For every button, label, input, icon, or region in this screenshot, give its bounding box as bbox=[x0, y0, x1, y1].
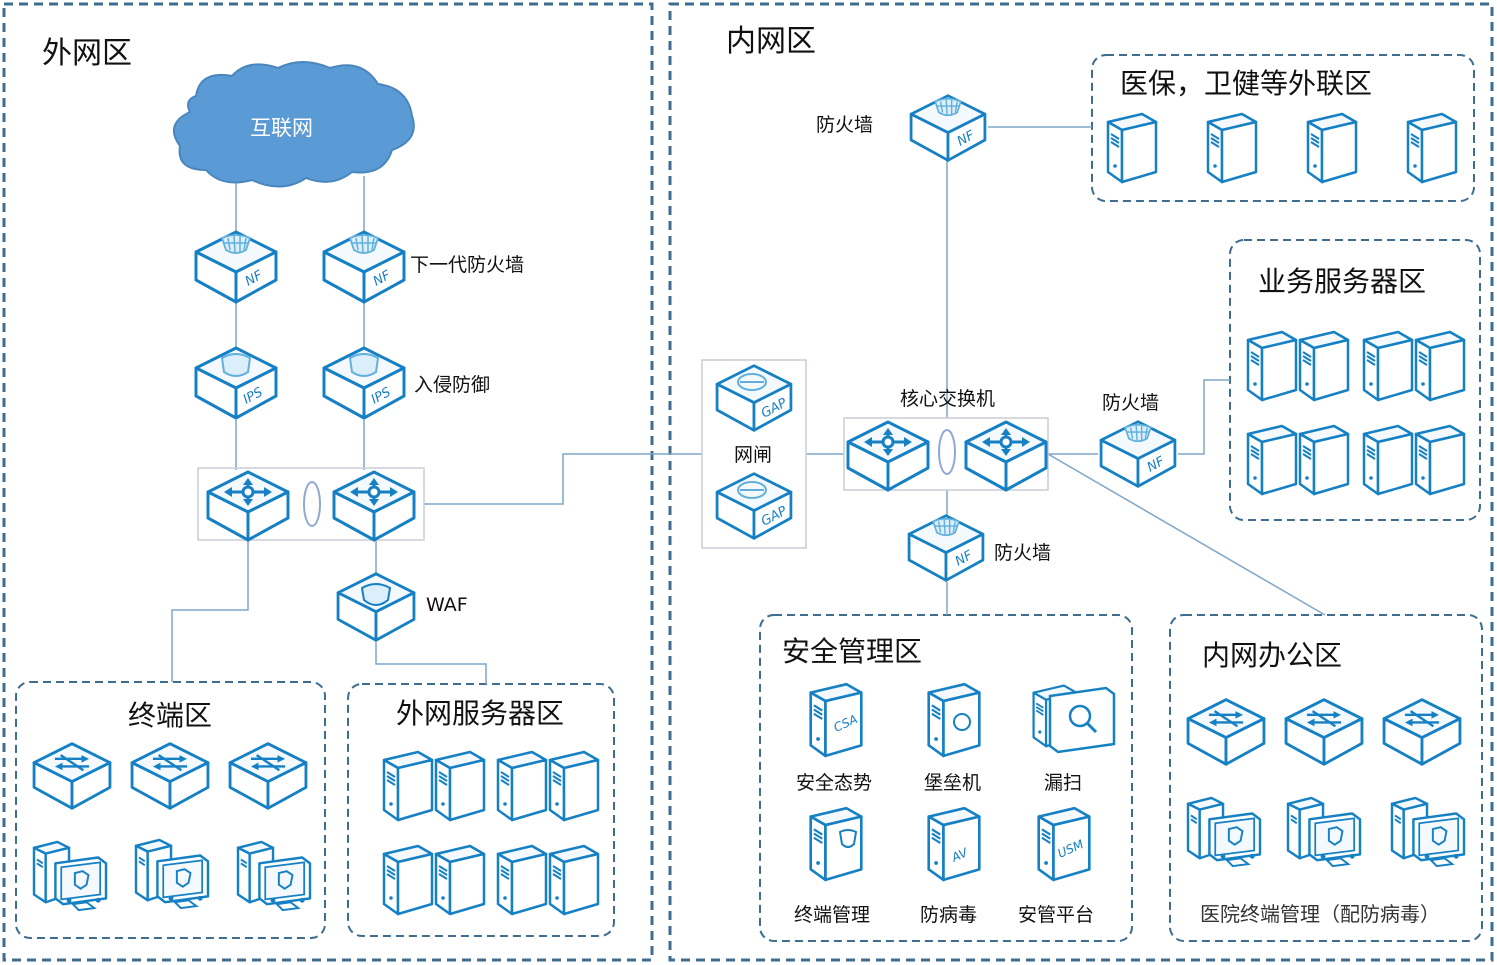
business-server-1-icon bbox=[1246, 330, 1298, 402]
terminal-zone-title: 终端区 bbox=[128, 699, 213, 732]
ngfw-right-icon bbox=[322, 230, 406, 304]
core-router-left-icon bbox=[846, 420, 930, 492]
inner-zone-title: 内网区 bbox=[726, 24, 816, 59]
medical-server-4-icon bbox=[1406, 112, 1458, 184]
business-server-3-icon bbox=[1362, 330, 1414, 402]
terminal-pc-1-icon bbox=[32, 840, 108, 912]
office-pc-3-icon bbox=[1390, 796, 1466, 868]
office-pc-2-icon bbox=[1286, 796, 1362, 868]
ips-right-icon bbox=[322, 346, 406, 420]
medical-zone-title: 医保，卫健等外联区 bbox=[1120, 67, 1373, 100]
business-server-4-icon bbox=[1414, 330, 1466, 402]
firewall-right-label: 防火墙 bbox=[1102, 392, 1160, 414]
core-router-right-icon bbox=[964, 420, 1048, 492]
antivirus-badge: AV bbox=[949, 845, 971, 865]
endpoint-mgmt-label: 终端管理 bbox=[794, 904, 871, 926]
waf-label: WAF bbox=[426, 594, 468, 616]
medical-server-2-icon bbox=[1206, 112, 1258, 184]
link-aggregation-icon bbox=[303, 481, 321, 527]
connection-lines bbox=[171, 126, 1326, 684]
core-switch-label: 核心交换机 bbox=[900, 388, 996, 410]
antivirus-icon bbox=[927, 806, 981, 882]
business-server-2-icon bbox=[1298, 330, 1350, 402]
outer-server-2-icon bbox=[434, 750, 486, 822]
bastion-label: 堡垒机 bbox=[924, 772, 982, 794]
ngfw-label: 下一代防火墙 bbox=[410, 254, 525, 276]
internet-cloud-icon bbox=[172, 61, 415, 188]
outer-zone-title: 外网区 bbox=[42, 36, 132, 71]
business-server-6-icon bbox=[1298, 424, 1350, 496]
outer-server-zone-title: 外网服务器区 bbox=[396, 697, 565, 730]
firewall-top-label: 防火墙 bbox=[816, 114, 874, 136]
firewall-top-icon bbox=[909, 94, 987, 162]
office-zone-title: 内网办公区 bbox=[1202, 639, 1343, 672]
business-server-5-icon bbox=[1246, 424, 1298, 496]
outer-core-router-right-icon bbox=[332, 470, 416, 542]
ips-left-icon bbox=[194, 346, 278, 420]
outer-server-6-icon bbox=[434, 844, 486, 916]
firewall-bottom-icon bbox=[907, 514, 985, 582]
antivirus-label: 防病毒 bbox=[920, 904, 978, 926]
outer-server-8-icon bbox=[548, 844, 600, 916]
outer-core-router-left-icon bbox=[206, 470, 290, 542]
outer-zone-border bbox=[2, 2, 654, 962]
medical-zone-border bbox=[1091, 54, 1475, 202]
internet-label: 互联网 bbox=[250, 116, 313, 140]
outer-server-4-icon bbox=[548, 750, 600, 822]
medical-server-3-icon bbox=[1306, 112, 1358, 184]
firewall-right-badge: NF bbox=[1145, 454, 1168, 476]
outer-server-7-icon bbox=[496, 844, 548, 916]
office-switch-2-icon bbox=[1284, 698, 1364, 766]
security-zone-title: 安全管理区 bbox=[782, 635, 923, 668]
office-pc-1-icon bbox=[1186, 796, 1262, 868]
gateway-bottom-icon bbox=[715, 472, 793, 540]
terminal-switch-2-icon bbox=[130, 742, 210, 810]
office-switch-1-icon bbox=[1186, 698, 1266, 766]
office-switch-3-icon bbox=[1382, 698, 1462, 766]
ngfw-right-badge: NF bbox=[371, 268, 394, 290]
ngfw-left-icon bbox=[194, 230, 278, 304]
medical-server-1-icon bbox=[1106, 112, 1158, 184]
business-server-8-icon bbox=[1414, 424, 1466, 496]
outer-server-3-icon bbox=[496, 750, 548, 822]
office-zone-border bbox=[1169, 614, 1483, 942]
terminal-switch-1-icon bbox=[32, 742, 112, 810]
firewall-top-badge: NF bbox=[955, 128, 978, 150]
inner-zone-border bbox=[668, 2, 1494, 962]
ips-label: 入侵防御 bbox=[414, 374, 491, 396]
business-server-7-icon bbox=[1362, 424, 1414, 496]
outer-switch-group-frame bbox=[197, 467, 425, 541]
waf-icon bbox=[336, 572, 416, 642]
outer-server-zone-border bbox=[347, 683, 615, 937]
core-link-aggregation-icon bbox=[938, 429, 956, 475]
outer-server-5-icon bbox=[382, 844, 434, 916]
endpoint-management-shield-icon bbox=[838, 829, 858, 848]
firewall-bottom-label: 防火墙 bbox=[994, 542, 1052, 564]
outer-server-1-icon bbox=[382, 750, 434, 822]
terminal-pc-2-icon bbox=[134, 838, 210, 910]
scan-label: 漏扫 bbox=[1044, 772, 1083, 794]
firewall-bottom-badge: NF bbox=[953, 548, 976, 570]
terminal-pc-3-icon bbox=[236, 840, 312, 912]
bastion-host-lock-icon bbox=[953, 713, 971, 731]
vulnerability-scan-icon bbox=[1032, 684, 1116, 754]
terminal-zone-border bbox=[15, 681, 326, 939]
gateway-top-icon bbox=[715, 364, 793, 432]
gateway-frame bbox=[701, 359, 807, 549]
core-switch-group-frame bbox=[843, 417, 1049, 491]
firewall-right-icon bbox=[1099, 420, 1177, 488]
business-zone-title: 业务服务器区 bbox=[1258, 265, 1427, 298]
ngfw-left-badge: NF bbox=[243, 268, 266, 290]
security-platform-label: 安管平台 bbox=[1018, 904, 1095, 926]
situation-label: 安全态势 bbox=[796, 772, 873, 794]
security-zone-border bbox=[759, 614, 1133, 942]
terminal-switch-3-icon bbox=[228, 742, 308, 810]
hospital-terminal-label: 医院终端管理（配防病毒） bbox=[1200, 902, 1440, 926]
gateway-label: 网闸 bbox=[734, 444, 773, 466]
